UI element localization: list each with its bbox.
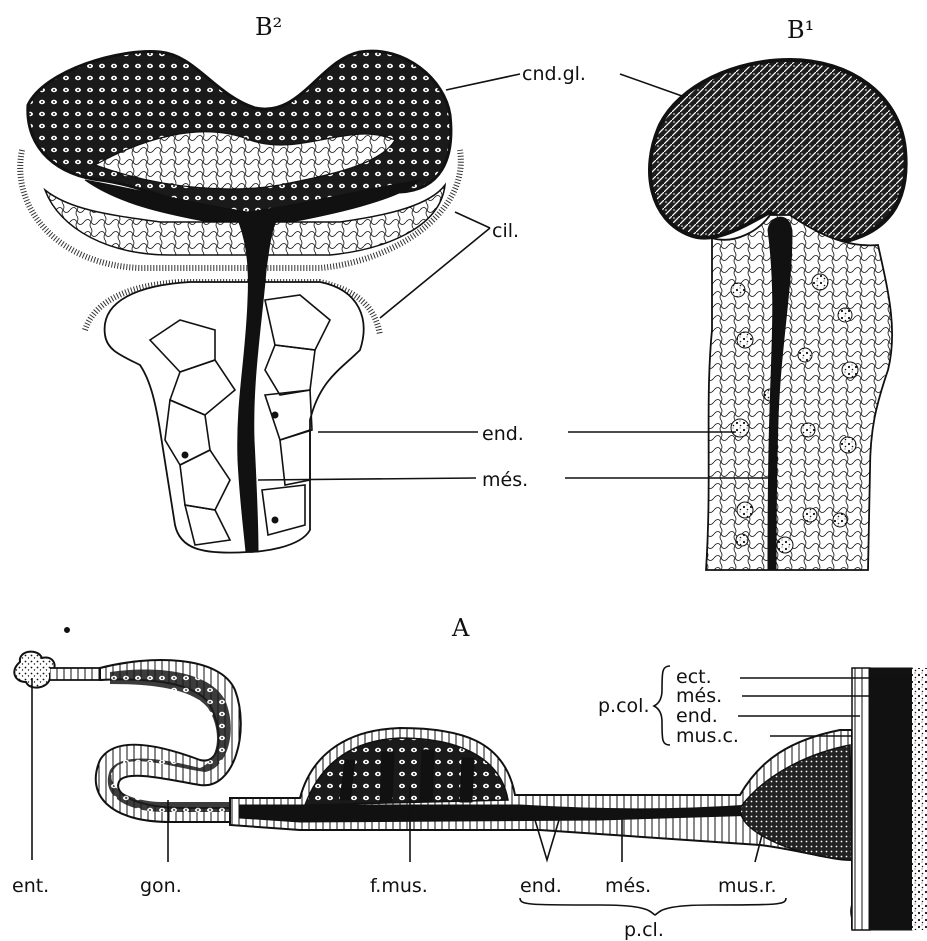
panel-b2-title: B² [255, 13, 282, 41]
label-p-cl: p.cl. [624, 919, 664, 941]
label-gon: gon. [140, 875, 182, 897]
b2-cndgl-leader [446, 74, 520, 90]
b2-cil-leader-upper [455, 212, 490, 228]
label-f-mus: f.mus. [370, 875, 428, 897]
stray-dot [65, 628, 70, 633]
label-mes: més. [482, 469, 528, 491]
b1-cnidoglandular-head [650, 60, 906, 241]
label-mes-a: més. [605, 875, 651, 897]
panel-b1: B¹ [565, 16, 906, 570]
label-end: end. [482, 423, 524, 445]
a-column-mesoglea [870, 668, 912, 930]
panel-a-title: A [451, 614, 470, 642]
b2-cil-leader-lower [380, 228, 490, 318]
label-mes-col: més. [676, 685, 722, 707]
label-p-col: p.col. [598, 695, 650, 717]
b2-lower-body [105, 282, 364, 553]
b1-body [706, 215, 892, 570]
panel-b1-title: B¹ [787, 16, 814, 44]
a-entoderm-head [14, 652, 54, 688]
b1-cndgl-leader [620, 74, 682, 96]
a-pcol-brace [654, 666, 670, 745]
a-pcl-brace [520, 898, 786, 915]
label-end-col: end. [676, 705, 718, 727]
label-mus-r: mus.r. [718, 875, 777, 897]
a-column-outer [912, 668, 927, 930]
label-end-a: end. [520, 875, 562, 897]
panel-b2: B² [20, 13, 520, 553]
label-cil: cil. [492, 220, 519, 242]
label-cnd-gl: cnd.gl. [522, 63, 586, 85]
label-mus-c: mus.c. [676, 725, 739, 747]
a-column-wall [852, 668, 870, 930]
label-ent: ent. [12, 875, 49, 897]
